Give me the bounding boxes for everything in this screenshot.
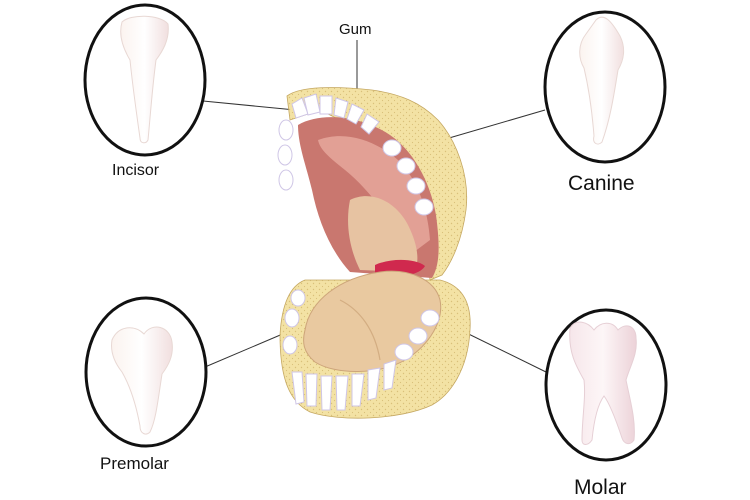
premolar-label: Premolar bbox=[100, 454, 169, 473]
palate-inner bbox=[348, 196, 418, 272]
incisor-tooth-icon bbox=[120, 15, 169, 144]
molar-tooth-icon bbox=[569, 321, 637, 445]
gum-label: Gum bbox=[339, 21, 372, 38]
molar-label: Molar bbox=[574, 476, 627, 499]
lower-teeth bbox=[282, 289, 440, 411]
upper-teeth bbox=[277, 93, 434, 216]
canine-label: Canine bbox=[568, 172, 635, 195]
canine-tooth-icon bbox=[579, 16, 625, 145]
upper-gum bbox=[286, 87, 468, 281]
incisor-label: Incisor bbox=[112, 162, 160, 179]
premolar-tooth-icon bbox=[111, 326, 173, 435]
tongue-groove bbox=[339, 299, 381, 361]
leader-line-premolar bbox=[204, 329, 293, 368]
